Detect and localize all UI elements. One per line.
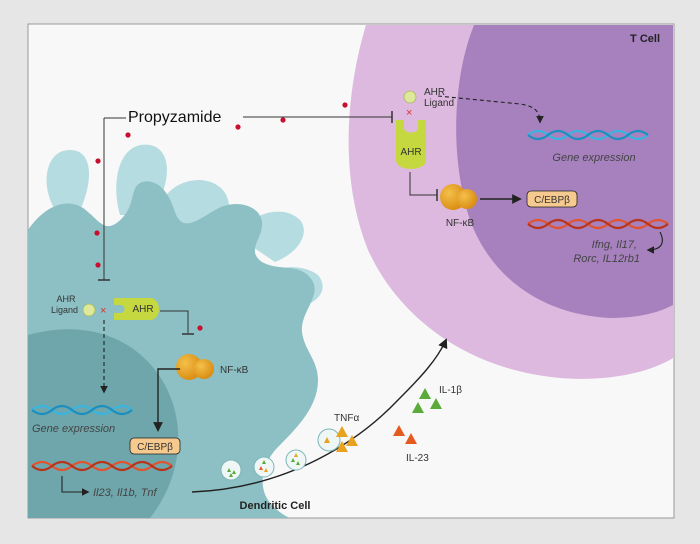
propyzamide-dot — [342, 102, 348, 108]
inhibit-line-ahr-nfkb-dc — [160, 310, 189, 333]
cebp-box-tcell — [526, 190, 578, 208]
ahr-ligand-label-dc: AHR Ligand — [51, 294, 78, 315]
dendritic-cell-label: Dendritic Cell — [240, 500, 311, 512]
ahr-receptor-label-tcell: AHR — [400, 147, 421, 158]
genes-label-dc: Il23, Il1b, Tnf — [93, 487, 158, 499]
propyzamide-dot — [280, 117, 286, 123]
nfkb-subunit — [194, 359, 214, 379]
genes-label-tcell: Ifng, Il17, Rorc, IL12rb1 — [573, 239, 640, 265]
t-cell: T Cell — [348, 25, 673, 379]
arrow-dna-genes-tcell — [646, 231, 663, 254]
ahr-receptor-tcell — [396, 120, 426, 169]
dna-strand-dc-red — [31, 460, 173, 472]
dna-strand-dc-blue — [31, 404, 133, 416]
vesicle-fusing — [317, 428, 341, 452]
propyzamide-dot — [197, 325, 203, 331]
blocked-binding-mark: × — [406, 107, 412, 119]
dna-strand-dc-red — [31, 460, 173, 472]
dc-protrusion — [46, 150, 90, 210]
il23-label: IL-23 — [406, 453, 429, 464]
il23-triangle — [393, 425, 405, 436]
propyzamide-dot — [125, 132, 131, 138]
secretion-arrow — [191, 338, 448, 493]
tnfa-triangle — [346, 435, 358, 446]
t-cell-pathway: AHR Ligand × AHR NF-κB C/EBPβ Gene expre… — [396, 87, 669, 265]
ahr-receptor-dc — [114, 298, 159, 320]
ahr-receptor-label-dc: AHR — [132, 304, 153, 315]
cebp-box-dc — [129, 437, 181, 455]
vesicle — [220, 459, 242, 481]
il23-triangle — [405, 433, 417, 444]
drug-label: Propyzamide — [128, 109, 221, 126]
dna-strand-tcell-blue — [527, 129, 649, 141]
cytokine-tnfa: TNFα — [334, 413, 359, 452]
dna-strand-dc-blue — [31, 404, 133, 416]
il1b-triangle — [412, 402, 424, 413]
cebp-label-tcell: C/EBPβ — [534, 195, 570, 206]
cytokine-il1b: IL-1β — [412, 385, 462, 413]
propyzamide-molecules — [94, 102, 348, 331]
ahr-ligand-dc — [82, 303, 96, 317]
vesicles — [220, 428, 341, 481]
vesicle — [253, 456, 275, 478]
gene-expression-label-dc: Gene expression — [32, 423, 115, 435]
dna-strand-tcell-red — [527, 218, 669, 230]
arrow-nfkb-cebp-dc — [153, 368, 180, 432]
tnfa-triangle — [336, 441, 348, 452]
cebp-label-dc: C/EBPβ — [137, 442, 173, 453]
t-cell-nucleus — [456, 25, 673, 318]
t-cell-label: T Cell — [630, 33, 660, 45]
blocked-binding-mark: × — [100, 305, 106, 317]
il1b-label: IL-1β — [439, 385, 462, 396]
nfkb-label-dc: NF-κB — [220, 365, 249, 376]
nfkb-label-tcell: NF-κB — [446, 218, 475, 229]
ahr-ligand-label-tcell: AHR Ligand — [424, 87, 454, 109]
il1b-triangle — [419, 388, 431, 399]
tnfa-triangle — [336, 426, 348, 437]
vesicle — [285, 449, 307, 471]
gene-expression-label-tcell: Gene expression — [552, 152, 635, 164]
nfkb-subunit — [457, 189, 477, 209]
propyzamide-dot — [95, 158, 101, 164]
ahr-ligand-tcell — [403, 90, 417, 104]
il1b-triangle — [430, 398, 442, 409]
propyzamide-dot — [95, 262, 101, 268]
arrow-dna-genes-dc — [61, 476, 90, 496]
cytokine-il23: IL-23 — [393, 425, 429, 464]
propyzamide-dot — [235, 124, 241, 130]
tnfa-label: TNFα — [334, 413, 359, 424]
inhibit-line-ahr-nfkb-tcell — [409, 172, 437, 196]
dna-strand-tcell-red — [527, 218, 669, 230]
dc-pathway: AHR Ligand × AHR NF-κB Gene expression C… — [31, 294, 448, 499]
propyzamide-dot — [94, 230, 100, 236]
